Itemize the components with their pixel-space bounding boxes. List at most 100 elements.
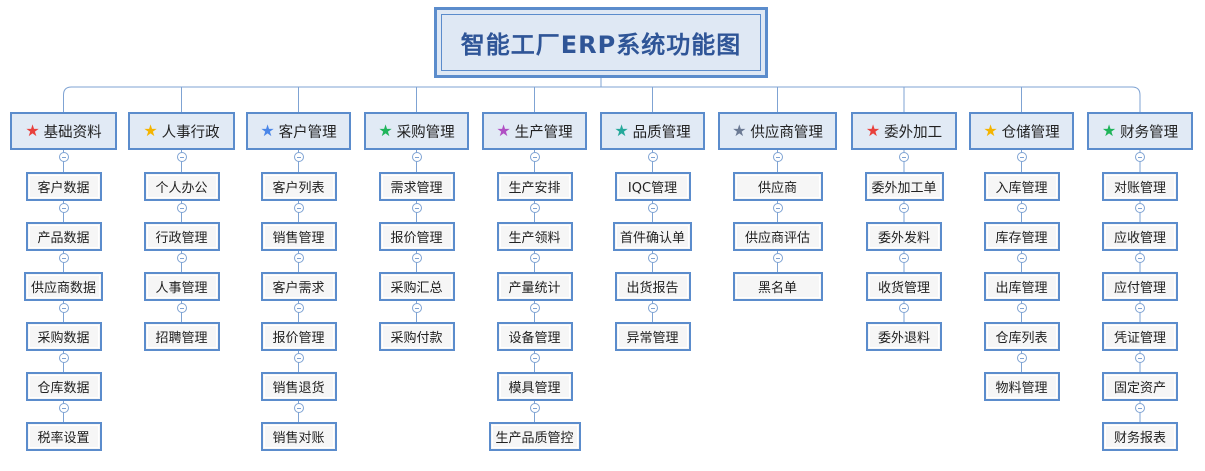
function-item[interactable]: 生产品质管控	[488, 422, 581, 451]
collapse-toggle-icon[interactable]	[1135, 253, 1145, 263]
collapse-toggle-icon[interactable]	[176, 303, 187, 313]
function-item[interactable]: 委外发料	[866, 222, 942, 251]
function-item[interactable]: 报价管理	[378, 222, 455, 251]
function-item[interactable]: 销售对账	[260, 422, 337, 451]
function-item[interactable]: 客户需求	[260, 272, 337, 301]
function-item[interactable]: 采购数据	[25, 322, 102, 351]
collapse-toggle-icon[interactable]	[529, 403, 540, 413]
function-item[interactable]: 委外退料	[866, 322, 942, 351]
function-item[interactable]: 物料管理	[983, 372, 1060, 401]
collapse-toggle-icon[interactable]	[293, 353, 304, 363]
collapse-toggle-icon[interactable]	[1135, 203, 1145, 213]
collapse-toggle-icon[interactable]	[411, 253, 422, 263]
collapse-toggle-icon[interactable]	[772, 152, 783, 162]
collapse-toggle-icon[interactable]	[1016, 253, 1027, 263]
collapse-toggle-icon[interactable]	[293, 152, 304, 162]
function-item[interactable]: 招聘管理	[143, 322, 220, 351]
function-item[interactable]: IQC管理	[614, 172, 691, 201]
function-item[interactable]: 库存管理	[983, 222, 1060, 251]
function-item[interactable]: 凭证管理	[1102, 322, 1178, 351]
function-item[interactable]: 销售退货	[260, 372, 337, 401]
collapse-toggle-icon[interactable]	[899, 253, 909, 263]
collapse-toggle-icon[interactable]	[899, 303, 909, 313]
function-item[interactable]: 出货报告	[614, 272, 691, 301]
collapse-toggle-icon[interactable]	[1016, 152, 1027, 162]
category-10[interactable]: ★财务管理	[1087, 112, 1193, 150]
collapse-toggle-icon[interactable]	[529, 152, 540, 162]
collapse-toggle-icon[interactable]	[58, 203, 69, 213]
collapse-toggle-icon[interactable]	[58, 353, 69, 363]
collapse-toggle-icon[interactable]	[176, 152, 187, 162]
collapse-toggle-icon[interactable]	[772, 203, 783, 213]
collapse-toggle-icon[interactable]	[176, 253, 187, 263]
collapse-toggle-icon[interactable]	[293, 203, 304, 213]
collapse-toggle-icon[interactable]	[1135, 152, 1145, 162]
function-item[interactable]: 黑名单	[732, 272, 823, 301]
function-item[interactable]: 固定资产	[1102, 372, 1178, 401]
category-1[interactable]: ★基础资料	[10, 112, 117, 150]
function-item[interactable]: 仓库列表	[983, 322, 1060, 351]
function-item[interactable]: 生产安排	[496, 172, 573, 201]
function-item[interactable]: 供应商评估	[732, 222, 823, 251]
function-item[interactable]: 产量统计	[496, 272, 573, 301]
function-item[interactable]: 异常管理	[614, 322, 691, 351]
function-item[interactable]: 人事管理	[143, 272, 220, 301]
collapse-toggle-icon[interactable]	[58, 253, 69, 263]
function-item[interactable]: 采购汇总	[378, 272, 455, 301]
collapse-toggle-icon[interactable]	[1016, 353, 1027, 363]
collapse-toggle-icon[interactable]	[411, 303, 422, 313]
collapse-toggle-icon[interactable]	[293, 303, 304, 313]
function-item[interactable]: 供应商数据	[24, 272, 103, 301]
collapse-toggle-icon[interactable]	[647, 253, 658, 263]
collapse-toggle-icon[interactable]	[899, 203, 909, 213]
collapse-toggle-icon[interactable]	[1016, 303, 1027, 313]
function-item[interactable]: 应收管理	[1102, 222, 1178, 251]
collapse-toggle-icon[interactable]	[293, 253, 304, 263]
collapse-toggle-icon[interactable]	[647, 203, 658, 213]
function-item[interactable]: 财务报表	[1102, 422, 1178, 451]
collapse-toggle-icon[interactable]	[293, 403, 304, 413]
collapse-toggle-icon[interactable]	[529, 253, 540, 263]
function-item[interactable]: 首件确认单	[613, 222, 692, 251]
collapse-toggle-icon[interactable]	[411, 152, 422, 162]
category-2[interactable]: ★人事行政	[128, 112, 235, 150]
category-4[interactable]: ★采购管理	[364, 112, 469, 150]
collapse-toggle-icon[interactable]	[1135, 353, 1145, 363]
function-item[interactable]: 入库管理	[983, 172, 1060, 201]
function-item[interactable]: 应付管理	[1102, 272, 1178, 301]
category-9[interactable]: ★仓储管理	[969, 112, 1074, 150]
collapse-toggle-icon[interactable]	[529, 203, 540, 213]
function-item[interactable]: 委外加工单	[864, 172, 944, 201]
collapse-toggle-icon[interactable]	[647, 303, 658, 313]
collapse-toggle-icon[interactable]	[411, 203, 422, 213]
collapse-toggle-icon[interactable]	[176, 203, 187, 213]
collapse-toggle-icon[interactable]	[58, 152, 69, 162]
collapse-toggle-icon[interactable]	[1016, 203, 1027, 213]
function-item[interactable]: 客户数据	[25, 172, 102, 201]
function-item[interactable]: 对账管理	[1102, 172, 1178, 201]
function-item[interactable]: 采购付款	[378, 322, 455, 351]
function-item[interactable]: 报价管理	[260, 322, 337, 351]
collapse-toggle-icon[interactable]	[529, 353, 540, 363]
function-item[interactable]: 生产领料	[496, 222, 573, 251]
collapse-toggle-icon[interactable]	[1135, 303, 1145, 313]
function-item[interactable]: 设备管理	[496, 322, 573, 351]
collapse-toggle-icon[interactable]	[58, 303, 69, 313]
function-item[interactable]: 行政管理	[143, 222, 220, 251]
category-3[interactable]: ★客户管理	[246, 112, 351, 150]
function-item[interactable]: 税率设置	[25, 422, 102, 451]
category-6[interactable]: ★品质管理	[600, 112, 705, 150]
function-item[interactable]: 产品数据	[25, 222, 102, 251]
function-item[interactable]: 客户列表	[260, 172, 337, 201]
function-item[interactable]: 供应商	[732, 172, 823, 201]
category-7[interactable]: ★供应商管理	[718, 112, 837, 150]
function-item[interactable]: 销售管理	[260, 222, 337, 251]
collapse-toggle-icon[interactable]	[529, 303, 540, 313]
function-item[interactable]: 模具管理	[496, 372, 573, 401]
collapse-toggle-icon[interactable]	[647, 152, 658, 162]
collapse-toggle-icon[interactable]	[1135, 403, 1145, 413]
collapse-toggle-icon[interactable]	[58, 403, 69, 413]
collapse-toggle-icon[interactable]	[772, 253, 783, 263]
function-item[interactable]: 个人办公	[143, 172, 220, 201]
category-5[interactable]: ★生产管理	[482, 112, 587, 150]
